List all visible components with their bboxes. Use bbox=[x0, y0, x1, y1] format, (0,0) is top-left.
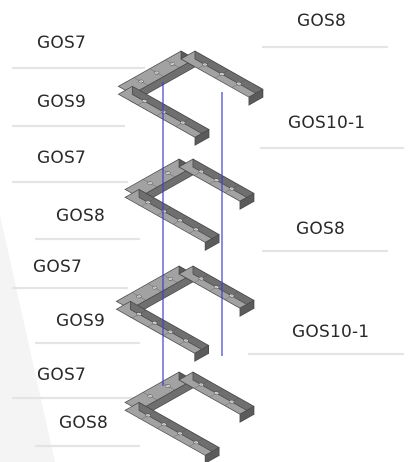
part-label-gos10-1: GOS10-1 bbox=[288, 113, 366, 133]
beam-joint bbox=[189, 225, 204, 234]
beam-joint bbox=[231, 79, 246, 88]
beam-joint bbox=[224, 184, 239, 193]
beam-end-face bbox=[194, 344, 209, 362]
beam-joint bbox=[156, 207, 172, 216]
beam-joint bbox=[189, 438, 204, 447]
beam-side-face bbox=[138, 188, 220, 244]
part-label-gos8: GOS8 bbox=[296, 219, 345, 239]
beam-joint bbox=[147, 283, 162, 292]
beam-joint bbox=[142, 392, 158, 401]
frame-level-3 bbox=[115, 265, 255, 362]
callout-leaders bbox=[12, 45, 404, 448]
beam-joint bbox=[137, 96, 152, 106]
beam-joint bbox=[149, 68, 164, 77]
beam-end-face bbox=[204, 233, 220, 251]
beam-joint bbox=[142, 179, 158, 188]
beam-joint bbox=[163, 327, 178, 336]
beam-end-face bbox=[239, 405, 255, 423]
beam-joint bbox=[133, 77, 149, 86]
beam-joint bbox=[147, 318, 162, 328]
beam-joint bbox=[224, 397, 239, 406]
beam-joint bbox=[173, 429, 188, 438]
part-label-gos7: GOS7 bbox=[37, 33, 86, 53]
beam-end-face bbox=[204, 446, 220, 462]
beam-side-face bbox=[131, 85, 210, 139]
beam-joint bbox=[165, 59, 180, 68]
beam-end-face bbox=[239, 299, 255, 317]
beam-end-face bbox=[239, 192, 255, 210]
tie-rods bbox=[162, 82, 223, 386]
part-label-gos8: GOS8 bbox=[59, 413, 108, 433]
frame-level-4 bbox=[124, 371, 255, 462]
part-label-gos8: GOS8 bbox=[56, 206, 105, 226]
beam-side-face bbox=[138, 401, 220, 457]
beam-joint bbox=[131, 292, 147, 301]
frame-level-1 bbox=[117, 50, 264, 146]
part-label-gos9: GOS9 bbox=[56, 311, 105, 331]
beam-joint bbox=[194, 274, 209, 283]
beam-joint bbox=[140, 411, 156, 420]
part-label-gos10-1: GOS10-1 bbox=[292, 322, 370, 342]
beam-joint bbox=[194, 380, 209, 389]
beam-joint bbox=[209, 389, 224, 398]
part-label-gos7: GOS7 bbox=[37, 365, 86, 385]
part-label-gos9: GOS9 bbox=[37, 92, 86, 112]
beam-joint bbox=[194, 167, 209, 176]
beam-end-face bbox=[194, 128, 210, 146]
beam-joint bbox=[156, 107, 171, 116]
beam-joint bbox=[163, 274, 178, 283]
part-label-gos7: GOS7 bbox=[33, 257, 82, 277]
beam-joint bbox=[197, 60, 213, 69]
beam-side-face bbox=[129, 300, 209, 355]
beam-side-face bbox=[194, 50, 264, 98]
beam-joint bbox=[178, 336, 194, 345]
beam-joint bbox=[173, 216, 188, 225]
frame-level-2 bbox=[124, 158, 255, 251]
beam-joint bbox=[131, 309, 147, 319]
beam-joint bbox=[214, 69, 230, 79]
beam-joint bbox=[175, 118, 190, 127]
frame-levels bbox=[115, 50, 264, 462]
beam-joint bbox=[209, 176, 224, 185]
part-label-gos8: GOS8 bbox=[297, 11, 346, 31]
beam-joint bbox=[224, 291, 239, 300]
beam-joint bbox=[140, 198, 156, 207]
beam-joint bbox=[156, 420, 172, 429]
beam-end-face bbox=[248, 88, 264, 106]
part-label-gos7: GOS7 bbox=[37, 148, 86, 168]
beam-joint bbox=[209, 283, 224, 292]
